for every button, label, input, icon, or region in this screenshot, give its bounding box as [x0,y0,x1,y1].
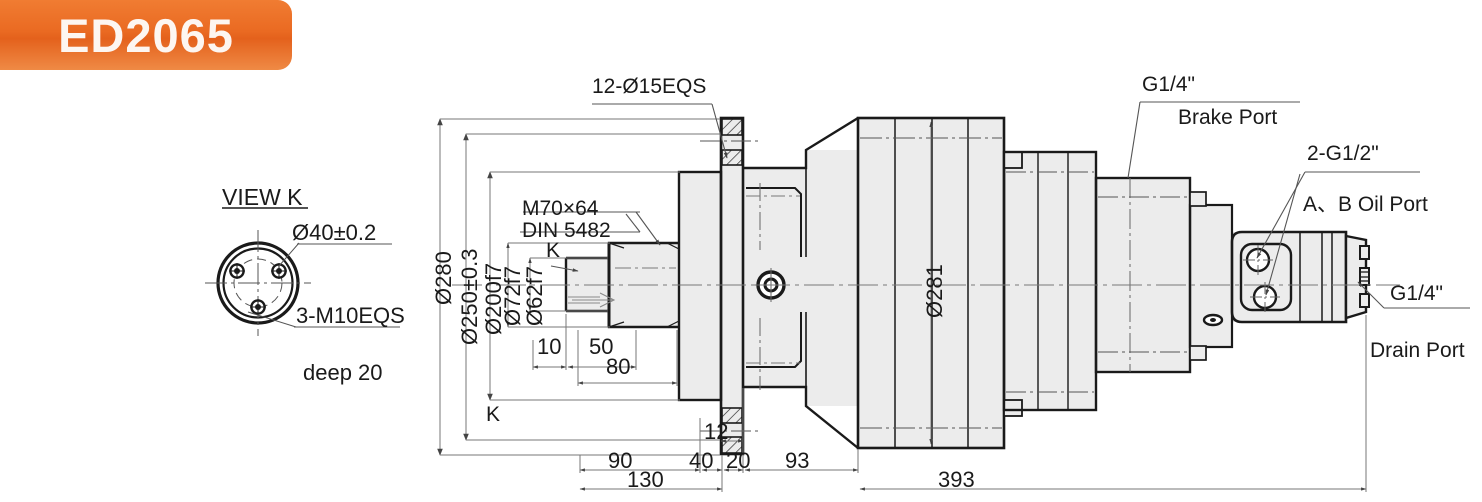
callout-leaders [520,101,1470,309]
drain-port-size: G1/4" [1390,282,1443,305]
view-k-detail [205,207,400,336]
end-cap [1344,234,1370,320]
thread-depth: deep 20 [303,360,383,385]
bolt-hole [229,263,245,279]
dim-40: 40 [689,448,714,473]
bolt-hole [250,299,266,315]
view-arrow-label-bottom: K [486,403,501,426]
dim-20: 20 [726,448,751,473]
bolt-hole [271,263,287,279]
oil-port-a [1243,245,1273,275]
model-name: ED2065 [58,8,234,62]
dim-90: 90 [608,448,633,473]
dim-80: 80 [606,354,631,379]
dim-d72f7: Ø72f7 [500,266,525,326]
spline-spec-line2: DIN 5482 [522,219,611,242]
flange-hole-callout: 12-Ø15EQS [592,75,707,98]
dim-130: 130 [627,467,664,492]
dim-d280: Ø280 [431,251,456,305]
dim-d281: Ø281 [922,264,947,318]
view-arrow-label-shaft: K [546,239,561,262]
horizontal-dimension-lines [532,314,1367,492]
spline-spec-line1: M70×64 [522,197,599,220]
dim-50: 50 [589,334,614,359]
model-badge: ED2065 [0,0,292,70]
brake-port-size: G1/4" [1142,73,1195,96]
brake-port-label: Brake Port [1178,106,1278,129]
bolt-circle-dim: Ø40±0.2 [292,220,377,245]
drain-port-label: Drain Port [1370,339,1465,362]
oil-port-size: 2-G1/2" [1307,142,1379,165]
valve-block [1230,230,1348,324]
dim-12: 12 [704,419,729,444]
thread-spec: 3-M10EQS [296,303,405,328]
dim-d62f7: Ø62f7 [522,266,547,326]
small-drain-fitting [1202,313,1224,327]
dim-93: 93 [785,448,810,473]
dim-10: 10 [537,334,562,359]
dim-d250: Ø250±0.3 [457,248,482,345]
oil-port-label: A、B Oil Port [1303,193,1428,216]
view-k-title: VIEW K [222,184,303,210]
oil-port-b [1250,282,1280,312]
dim-393: 393 [938,467,975,492]
